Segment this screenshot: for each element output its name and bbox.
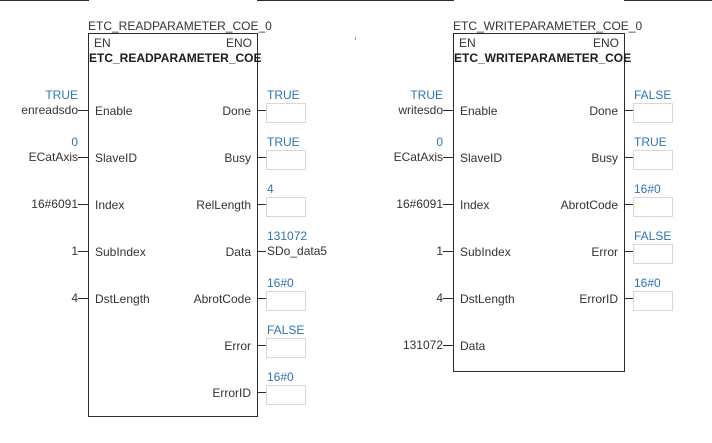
- input-operand-data[interactable]: 131072: [402, 338, 443, 352]
- pin-connector-line: [258, 251, 266, 252]
- eno-en-connection-line: [257, 0, 454, 1]
- block-instance-name[interactable]: ETC_READPARAMETER_COE_0: [88, 19, 272, 33]
- value-monitor-box-busy[interactable]: [266, 150, 306, 170]
- pin-connector-line: [258, 298, 266, 299]
- input-operand-dstlength[interactable]: 4: [71, 291, 78, 305]
- en-pin-label[interactable]: EN: [94, 36, 111, 50]
- power-rail-segment-right: [624, 0, 712, 1]
- value-monitor-box-abrotcode[interactable]: [266, 291, 306, 311]
- pin-connector-line: [443, 298, 453, 299]
- output-pin-data[interactable]: Data: [225, 245, 251, 259]
- value-monitor-box-error[interactable]: [266, 338, 306, 358]
- input-pin-enable[interactable]: Enable: [460, 104, 498, 118]
- input-operand-subindex[interactable]: 1: [71, 244, 78, 258]
- online-value-error: FALSE: [634, 229, 672, 243]
- input-pin-dstlength[interactable]: DstLength: [95, 292, 150, 306]
- eno-pin-label[interactable]: ENO: [225, 36, 252, 50]
- pin-connector-line: [78, 157, 88, 158]
- output-pin-done[interactable]: Done: [222, 104, 251, 118]
- output-pin-busy[interactable]: Busy: [224, 151, 251, 165]
- input-operand-dstlength[interactable]: 4: [436, 291, 443, 305]
- pin-connector-line: [258, 157, 266, 158]
- output-pin-errorid[interactable]: ErrorID: [212, 386, 251, 400]
- function-block-etc-writeparameter-coe[interactable]: EN ENO ETC_WRITEPARAMETER_COE Enable Sla…: [453, 33, 632, 372]
- function-block-etc-readparameter-coe[interactable]: EN ENO ETC_READPARAMETER_COE Enable Slav…: [88, 33, 262, 417]
- block-type-name: ETC_WRITEPARAMETER_COE: [454, 51, 632, 65]
- pin-connector-line: [625, 204, 633, 205]
- online-value-done: TRUE: [267, 88, 300, 102]
- input-pin-subindex[interactable]: SubIndex: [460, 245, 511, 259]
- input-pin-index[interactable]: Index: [95, 198, 125, 212]
- input-operand-subindex[interactable]: 1: [436, 244, 443, 258]
- pin-connector-line: [625, 110, 633, 111]
- output-pin-error[interactable]: Error: [224, 339, 251, 353]
- pin-connector-line: [78, 204, 88, 205]
- input-operand-slaveid[interactable]: ECatAxis: [393, 150, 443, 164]
- output-operand-data[interactable]: SDo_data5: [267, 244, 328, 258]
- value-monitor-box-done[interactable]: [266, 103, 306, 123]
- input-operand-slaveid[interactable]: ECatAxis: [28, 150, 78, 164]
- online-value-abrotcode: 16#0: [267, 276, 294, 290]
- value-monitor-box-rellength[interactable]: [266, 197, 306, 217]
- input-pin-enable[interactable]: Enable: [95, 104, 133, 118]
- pin-connector-line: [443, 204, 453, 205]
- pin-connector-line: [443, 157, 453, 158]
- pin-connector-line: [258, 110, 266, 111]
- input-operand-index[interactable]: 16#6091: [396, 197, 443, 211]
- online-value-enable: TRUE: [410, 88, 443, 102]
- value-monitor-box-busy[interactable]: [633, 150, 673, 170]
- online-value-busy: TRUE: [267, 135, 300, 149]
- value-monitor-box-errorid[interactable]: [633, 291, 673, 311]
- online-value-data: 131072: [267, 229, 308, 243]
- output-pin-busy[interactable]: Busy: [591, 151, 618, 165]
- output-pin-done[interactable]: Done: [589, 104, 618, 118]
- pin-connector-line: [625, 157, 633, 158]
- output-pin-error[interactable]: Error: [591, 245, 618, 259]
- block-instance-name[interactable]: ETC_WRITEPARAMETER_COE_0: [453, 19, 643, 33]
- value-monitor-box-errorid[interactable]: [266, 385, 306, 405]
- online-value-abrotcode: 16#0: [634, 182, 661, 196]
- input-operand-enable[interactable]: enreadsdo: [21, 103, 78, 117]
- output-pin-abrotcode[interactable]: AbrotCode: [193, 292, 251, 306]
- eno-pin-label[interactable]: ENO: [592, 36, 619, 50]
- input-pin-index[interactable]: Index: [460, 198, 490, 212]
- output-pin-errorid[interactable]: ErrorID: [579, 292, 618, 306]
- output-pin-abrotcode[interactable]: AbrotCode: [560, 198, 618, 212]
- input-pin-subindex[interactable]: SubIndex: [95, 245, 146, 259]
- pin-connector-line: [258, 392, 266, 393]
- online-value-slaveid: 0: [436, 135, 443, 149]
- value-monitor-box-done[interactable]: [633, 103, 673, 123]
- power-rail-segment-left: [0, 0, 89, 1]
- output-pin-rellength[interactable]: RelLength: [196, 198, 251, 212]
- online-value-errorid: 16#0: [267, 370, 294, 384]
- block-type-name: ETC_READPARAMETER_COE: [89, 51, 262, 65]
- pin-connector-line: [78, 298, 88, 299]
- online-value-error: FALSE: [267, 323, 305, 337]
- online-value-busy: TRUE: [634, 135, 667, 149]
- value-monitor-box-abrotcode[interactable]: [633, 197, 673, 217]
- pin-connector-line: [78, 110, 88, 111]
- pin-connector-line: [443, 345, 453, 346]
- pin-connector-line: [625, 251, 633, 252]
- online-value-slaveid: 0: [71, 135, 78, 149]
- input-pin-data[interactable]: Data: [460, 339, 486, 353]
- input-operand-index[interactable]: 16#6091: [31, 197, 78, 211]
- input-pin-slaveid[interactable]: SlaveID: [95, 151, 138, 165]
- online-value-done: FALSE: [634, 88, 672, 102]
- pin-connector-line: [625, 298, 633, 299]
- connection-midpoint-tick: [355, 37, 356, 40]
- value-monitor-box-error[interactable]: [633, 244, 673, 264]
- input-pin-slaveid[interactable]: SlaveID: [460, 151, 503, 165]
- pin-connector-line: [443, 110, 453, 111]
- online-value-enable: TRUE: [45, 88, 78, 102]
- online-value-errorid: 16#0: [634, 276, 661, 290]
- pin-connector-line: [258, 204, 266, 205]
- input-operand-enable[interactable]: writesdo: [398, 103, 443, 117]
- en-pin-label[interactable]: EN: [459, 36, 476, 50]
- pin-connector-line: [443, 251, 453, 252]
- online-value-rellength: 4: [267, 182, 274, 196]
- pin-connector-line: [78, 251, 88, 252]
- pin-connector-line: [258, 345, 266, 346]
- input-pin-dstlength[interactable]: DstLength: [460, 292, 515, 306]
